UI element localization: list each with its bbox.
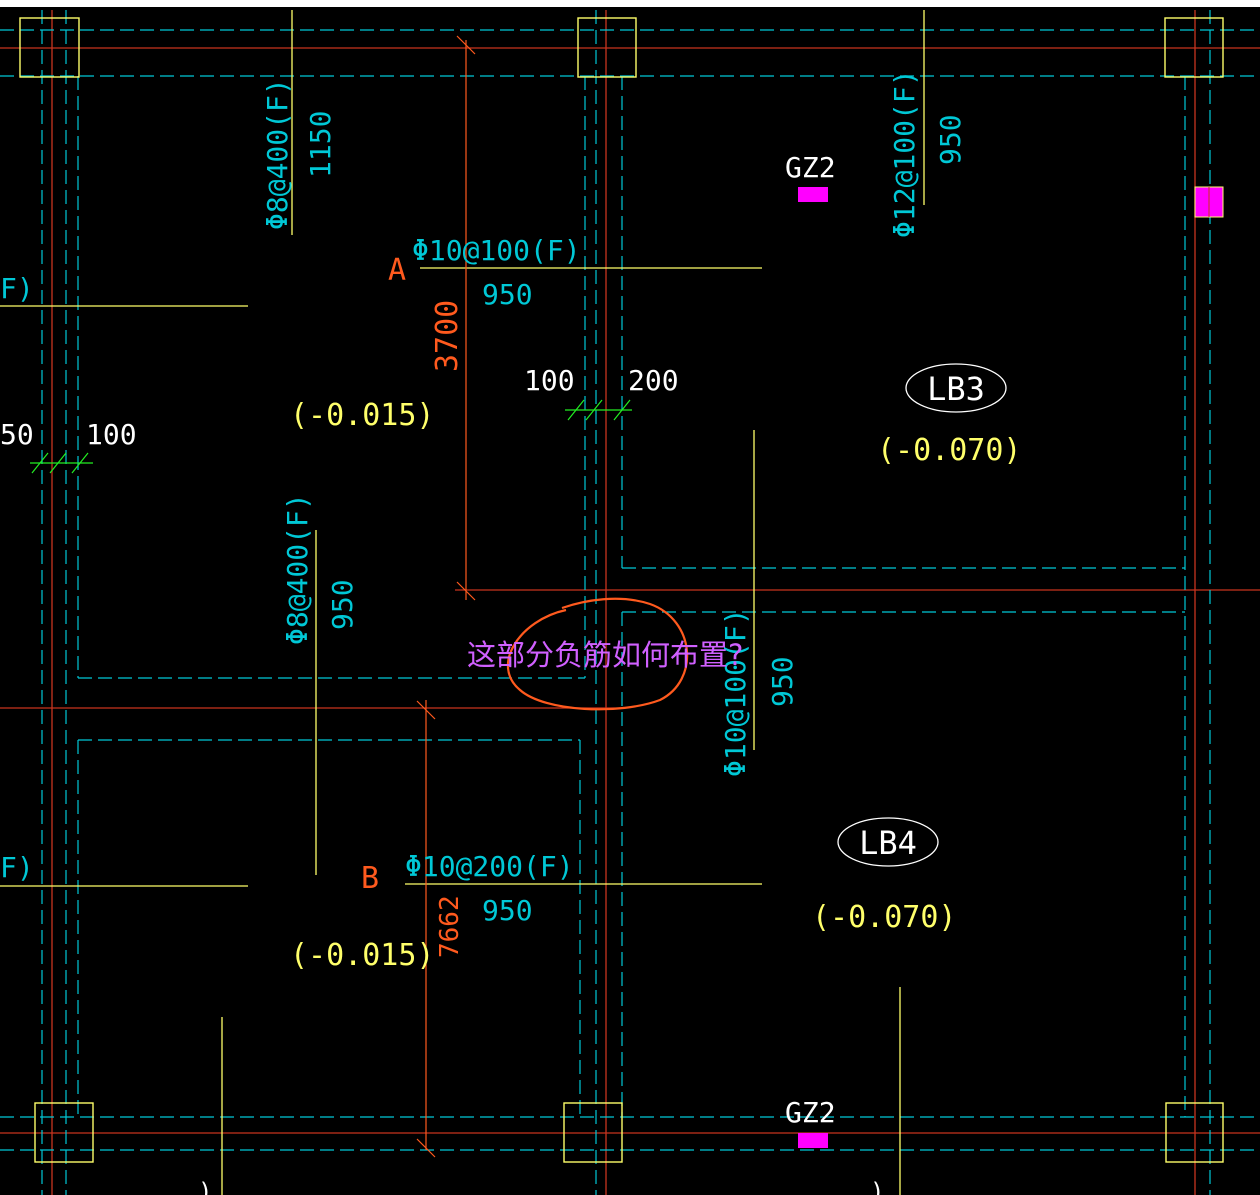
elevation-label[interactable]: (-0.070): [812, 900, 957, 935]
dimension-text-a[interactable]: 3700: [430, 300, 465, 372]
rebar-annotations: Φ8@400(F) 1150 Φ12@100(F) 950 Φ10@100(F)…: [0, 69, 967, 927]
column-bottom-middle[interactable]: [563, 1102, 623, 1163]
rebar-spec-label[interactable]: Φ10@200(F): [405, 850, 574, 883]
elevation-label[interactable]: (-0.015): [290, 938, 435, 973]
slab-label-lb3[interactable]: LB3: [927, 370, 985, 408]
offset-and-column-labels: 100 200 50 100 GZ2 GZ2 LB3 LB4 ) ): [0, 151, 985, 1195]
gz2-column-marker-bottom[interactable]: [798, 1133, 828, 1148]
rebar-length-label[interactable]: 950: [766, 656, 799, 707]
offset-label[interactable]: 100: [86, 418, 137, 451]
rebar-spec-label[interactable]: Φ8@400(F): [261, 78, 294, 230]
negative-rebar-lines: [0, 10, 925, 1195]
rebar-length-label[interactable]: 950: [326, 579, 359, 630]
rebar-length-label[interactable]: 950: [482, 278, 533, 311]
rebar-spec-label-partial[interactable]: F): [0, 272, 34, 305]
question-note[interactable]: 这部分负筋如何布置?: [467, 638, 743, 672]
rebar-spec-label-partial[interactable]: F): [0, 851, 34, 884]
section-mark-b[interactable]: B: [361, 861, 379, 896]
rebar-spec-label[interactable]: Φ10@100(F): [719, 608, 752, 777]
rebar-spec-label[interactable]: Φ12@100(F): [888, 69, 921, 238]
offset-label[interactable]: 200: [628, 364, 679, 397]
offset-label[interactable]: 50: [0, 418, 34, 451]
window-top-border: [0, 0, 1260, 7]
dimension-lines: [416, 35, 476, 1158]
elevation-label[interactable]: (-0.070): [877, 433, 1022, 468]
gz2-column-marker-top[interactable]: [798, 187, 828, 202]
slab-label-lb4[interactable]: LB4: [859, 824, 917, 862]
partial-label-bottom-right: ): [870, 1178, 884, 1195]
slab-tag-outline-lb4[interactable]: [837, 817, 939, 867]
question-circle-markup[interactable]: [506, 597, 689, 711]
concrete-columns: [19, 17, 1224, 1163]
beam-outlines: [0, 10, 1260, 1195]
section-mark-a[interactable]: A: [388, 253, 406, 288]
column-top-right[interactable]: [1164, 17, 1224, 78]
column-top-middle[interactable]: [577, 17, 637, 78]
rebar-length-label[interactable]: 1150: [304, 111, 337, 178]
dimension-annotations: A B 3700 7662: [361, 253, 465, 958]
rebar-spec-label[interactable]: Φ8@400(F): [281, 493, 314, 645]
axis-grid: [0, 10, 1260, 1195]
dimension-text-b[interactable]: 7662: [435, 895, 465, 958]
rebar-length-label[interactable]: 950: [482, 894, 533, 927]
elevation-label[interactable]: (-0.015): [290, 398, 435, 433]
column-label-gz2-top[interactable]: GZ2: [785, 151, 836, 184]
column-label-gz2-bottom[interactable]: GZ2: [785, 1096, 836, 1129]
column-bottom-right[interactable]: [1165, 1102, 1224, 1163]
column-bottom-left[interactable]: [34, 1102, 94, 1163]
elevation-annotations: (-0.015) (-0.015) (-0.070) (-0.070): [290, 398, 1022, 973]
offset-label[interactable]: 100: [524, 364, 575, 397]
rebar-spec-label[interactable]: Φ10@100(F): [412, 234, 581, 267]
offset-dimension-ticks: [30, 399, 632, 474]
slab-tag-outline-lb3[interactable]: [905, 363, 1007, 413]
partial-label-bottom-left: ): [198, 1178, 212, 1195]
column-top-left[interactable]: [19, 17, 80, 78]
rebar-length-label[interactable]: 950: [934, 114, 967, 165]
